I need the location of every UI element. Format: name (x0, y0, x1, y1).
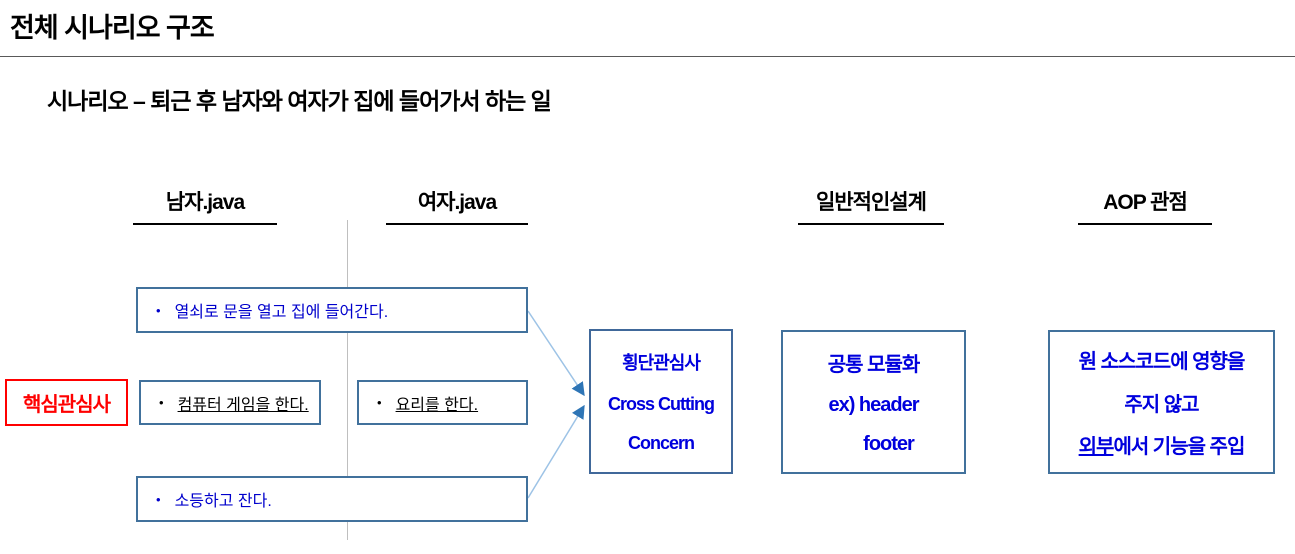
cross-cutting-line-3: Concern (627, 432, 695, 453)
scenario-text-sleep: 소등하고 잔다. (174, 493, 272, 510)
column-header-woman-java: 여자.java (386, 186, 528, 225)
arrow-enter-to-crosscutting (527, 310, 585, 397)
column-header-aop-perspective: AOP 관점 (1078, 186, 1212, 225)
scenario-box-sleep: • 소등하고 잔다. (136, 476, 528, 522)
common-module-line-1: 공통 모듈화 (827, 354, 921, 377)
common-module-line-3: footer (863, 432, 915, 455)
arrow-sleep-to-crosscutting (527, 404, 585, 499)
bullet-icon: • (159, 395, 164, 410)
scenario-text-woman-task: 요리를 한다. (395, 396, 479, 414)
aop-line-3-rest: 에서 기능을 주입 (1113, 435, 1245, 458)
cross-cutting-line-2: Cross Cutting (608, 393, 715, 414)
aop-line-1: 원 소스코드에 영향을 (1078, 351, 1246, 374)
aop-line-2: 주지 않고 (1124, 393, 1199, 416)
scenario-box-enter-home: • 열쇠로 문을 열고 집에 들어간다. (136, 287, 528, 333)
aop-line-3: 외부에서 기능을 주입 (1078, 430, 1246, 459)
scenario-box-man-task: • 컴퓨터 게임을 한다. (139, 380, 321, 425)
bullet-icon: • (156, 302, 161, 318)
bullet-icon: • (156, 491, 161, 507)
cross-cutting-concern-box: 횡단관심사 Cross Cutting Concern (589, 329, 733, 474)
bullet-icon: • (377, 395, 382, 410)
aop-line-3-underlined: 외부 (1078, 435, 1115, 458)
scenario-box-woman-task: • 요리를 한다. (357, 380, 528, 425)
title-divider (0, 56, 1295, 57)
column-header-man-java: 남자.java (133, 186, 277, 225)
column-divider-line (347, 220, 348, 540)
scenario-subtitle: 시나리오 – 퇴근 후 남자와 여자가 집에 들어가서 하는 일 (47, 88, 552, 114)
core-concern-label-box: 핵심관심사 (5, 379, 128, 426)
page-title: 전체 시나리오 구조 (10, 13, 215, 43)
aop-perspective-box: 원 소스코드에 영향을 주지 않고 외부에서 기능을 주입 (1048, 330, 1275, 474)
cross-cutting-line-1: 횡단관심사 (622, 353, 701, 374)
common-module-line-2: ex) header (828, 393, 919, 416)
scenario-text-enter-home: 열쇠로 문을 열고 집에 들어간다. (174, 304, 389, 321)
scenario-text-man-task: 컴퓨터 게임을 한다. (177, 396, 309, 414)
column-header-general-design: 일반적인설계 (798, 186, 944, 225)
core-concern-label: 핵심관심사 (23, 394, 111, 416)
common-module-box: 공통 모듈화 ex) header footer (781, 330, 966, 474)
